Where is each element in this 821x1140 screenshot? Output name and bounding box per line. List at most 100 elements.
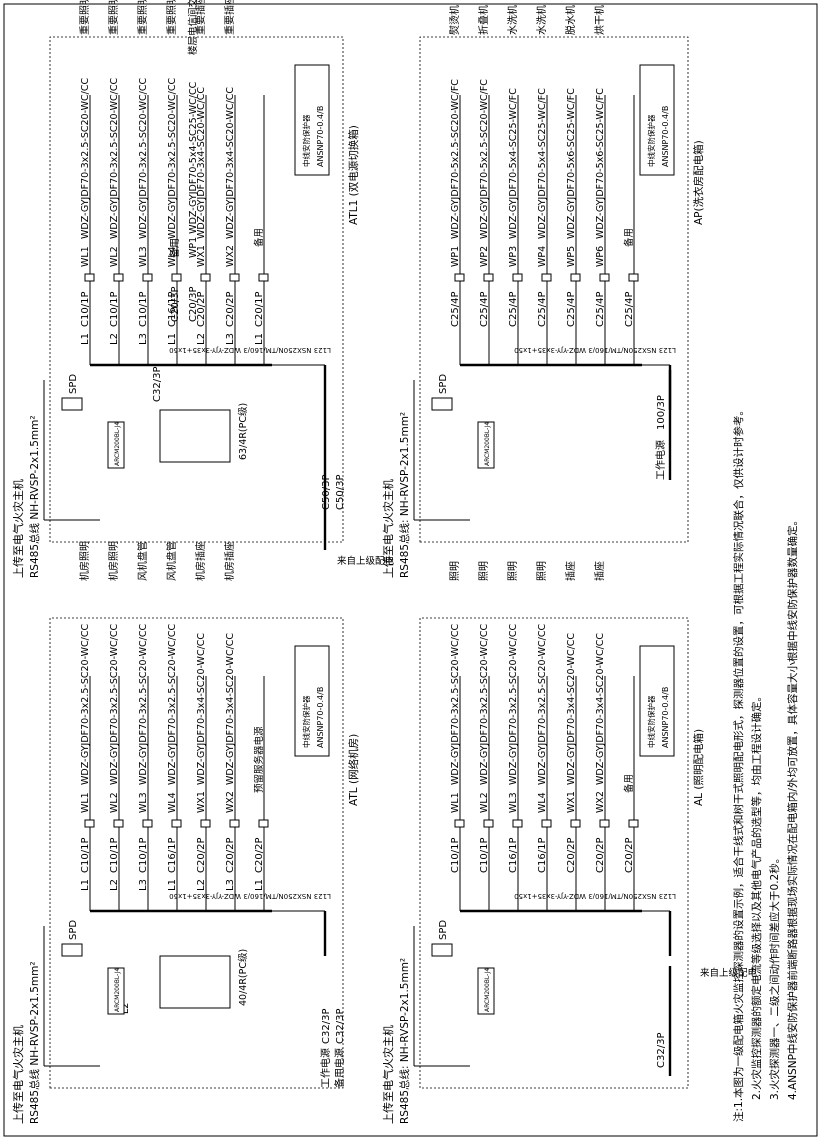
circuit-ct-box <box>599 819 610 828</box>
spd-cable-label: L123 NSX250N/TM/160/3 WDZ-YJY-3x35+1x50 <box>169 892 331 900</box>
circuit-breaker: C16/1P <box>167 838 178 873</box>
spd-box <box>61 397 83 411</box>
circuit-ct-box <box>258 273 269 282</box>
circuit-cable: WDZ-GYJDF70-5x4-SC25-WC/FC <box>537 88 548 239</box>
spd-box <box>431 943 453 957</box>
circuit-id: WX1 <box>196 791 207 813</box>
panel-footer: ATL (网络机房) <box>347 734 360 806</box>
circuit-load: 插座 <box>564 561 577 581</box>
circuit-load: 机房插座 <box>223 541 236 581</box>
circuit-breaker: C20/2P <box>196 292 207 327</box>
circuit-id: WL2 <box>109 246 120 267</box>
circuit-breaker: C16/1P <box>537 838 548 873</box>
circuit-cable: WDZ-GYJDF70-3x4-SC20-WC/CC <box>566 633 577 785</box>
circuit-breaker: C25/4P <box>450 292 461 327</box>
circuit-id: WL1 <box>450 792 461 813</box>
neutral-protector-name: 中线安防保护器 <box>301 114 311 167</box>
circuit-cable: WDZ-GYJDF70-5x2.5-SC20-WC/FC <box>450 79 461 239</box>
circuit-cable: WDZ-GYJDF70-3x2.5-SC20-WC/CC <box>138 78 149 239</box>
neutral-protector-box <box>639 645 675 757</box>
circuit-load: 重要照明 <box>165 0 178 35</box>
circuit-ct-box <box>512 819 523 828</box>
neutral-protector-box <box>294 64 330 176</box>
circuit-breaker: C10/1P <box>138 292 149 327</box>
neutral-protector-box <box>639 64 675 176</box>
circuit-breaker: C20/2P <box>566 838 577 873</box>
neutral-protector-model: ANSNP70-0.4/B <box>661 687 670 748</box>
circuit-id: WP6 <box>595 246 606 267</box>
circuit-ct-box <box>84 819 95 828</box>
circuit-load: 机房插座 <box>194 541 207 581</box>
circuit-ct-box <box>113 819 124 828</box>
circuit-phase: L2 <box>109 879 120 891</box>
circuit-breaker: C20/2P <box>595 838 606 873</box>
circuit-cable: WDZ-GYJDF70-3x4-SC20-WC/CC <box>225 633 236 785</box>
panel-footer: ATL1 (双电源切换箱) <box>347 125 360 225</box>
circuit-cable: 预留服务器电源 <box>253 726 265 793</box>
circuit-ct-box <box>570 273 581 282</box>
panel-header: 上传至电气火灾主机 <box>381 1025 395 1124</box>
circuit-id: WL3 <box>138 792 149 813</box>
circuit-load: 烘干机 <box>593 5 606 35</box>
monitor-module-label: ARCM200BL-J4 <box>484 968 491 1012</box>
circuit-load: 照明 <box>536 561 548 581</box>
circuit-phase: L3 <box>138 879 149 891</box>
enclosure-outline <box>49 36 344 543</box>
incomer-breaker-1: C50/3P <box>321 475 332 510</box>
circuit-ct-box <box>200 273 211 282</box>
circuit-breaker: C25/4P <box>479 292 490 327</box>
circuit-ct-box <box>570 819 581 828</box>
circuit-phase: L1 <box>254 879 265 891</box>
circuit-breaker: C16/1P <box>167 292 178 327</box>
circuit-ct-box <box>142 273 153 282</box>
circuit-ct-box <box>229 819 240 828</box>
circuit-breaker: C20/2P <box>196 838 207 873</box>
circuit-load: 照明 <box>478 561 490 581</box>
circuit-phase: L1 <box>167 333 178 345</box>
circuit-cable: WDZ-GYJDF70-3x2.5-SC20-WC/CC <box>479 624 490 785</box>
circuit-load: 脱水机 <box>564 5 577 35</box>
circuit-ct-box <box>113 273 124 282</box>
incomer-breaker-2: C32/3P <box>335 1009 346 1044</box>
extra-breaker-1: C20/3P <box>170 287 181 322</box>
circuit-breaker: C10/1P <box>450 838 461 873</box>
note-1: 注:1.本图为一级配电箱火灾监控探测器的设置示例，适合干线式和树干式照明配电形式… <box>732 405 745 1122</box>
panel-header: 上传至电气火灾主机 <box>11 479 25 578</box>
circuit-phase: L2 <box>109 333 120 345</box>
circuit-breaker: C10/1P <box>109 292 120 327</box>
circuit-ct-box <box>200 819 211 828</box>
circuit-phase: L1 <box>254 333 265 345</box>
circuit-id: WL2 <box>109 792 120 813</box>
monitor-module-label: ARCM200BL-J4 <box>114 422 121 466</box>
circuit-id: WP1 <box>450 246 461 267</box>
circuit-load: 机房照明 <box>107 541 120 581</box>
extra-breaker-2: C20/3P <box>188 287 199 322</box>
circuit-id: WL2 <box>479 792 490 813</box>
monitor-module-box <box>477 967 495 1015</box>
rs485-bus-label: RS485总线: NH-RVSP-2x1.5mm² <box>398 958 411 1124</box>
enclosure-outline <box>419 617 689 1089</box>
circuit-ct-box <box>541 273 552 282</box>
circuit-load: 重要照明 <box>136 0 149 35</box>
circuit-id: WL3 <box>508 792 519 813</box>
main-breaker-label: C32/3P <box>152 367 163 402</box>
circuit-cable: WDZ-GYJDF70-3x2.5-SC20-WC/CC <box>450 624 461 785</box>
spd-cable-label: L123 NSX250N/TM/160/3 WDZ-YJY-3x35+1x50 <box>169 346 331 354</box>
circuit-cable: WDZ-GYJDF70-5x6-SC25-WC/FC <box>595 88 606 239</box>
circuit-load: 风机盘管 <box>165 541 178 581</box>
wp1-cable: WP1 WDZ-GYJDF70-5x4-SC25-WC/CC <box>188 81 199 258</box>
circuit-id: WX2 <box>225 245 236 267</box>
circuit-breaker: C16/1P <box>508 838 519 873</box>
circuit-load: 重要插座 <box>194 0 207 35</box>
circuit-phase: L1 <box>80 333 91 345</box>
circuit-ct-box <box>628 819 639 828</box>
circuit-breaker: C10/1P <box>109 838 120 873</box>
monitor-module-label: ARCM200BL-J4 <box>114 968 121 1012</box>
circuit-breaker: C10/1P <box>80 838 91 873</box>
circuit-id: WL4 <box>167 246 178 267</box>
circuit-ct-box <box>454 273 465 282</box>
ats-label: 40/4R(PC级) <box>237 949 249 1006</box>
